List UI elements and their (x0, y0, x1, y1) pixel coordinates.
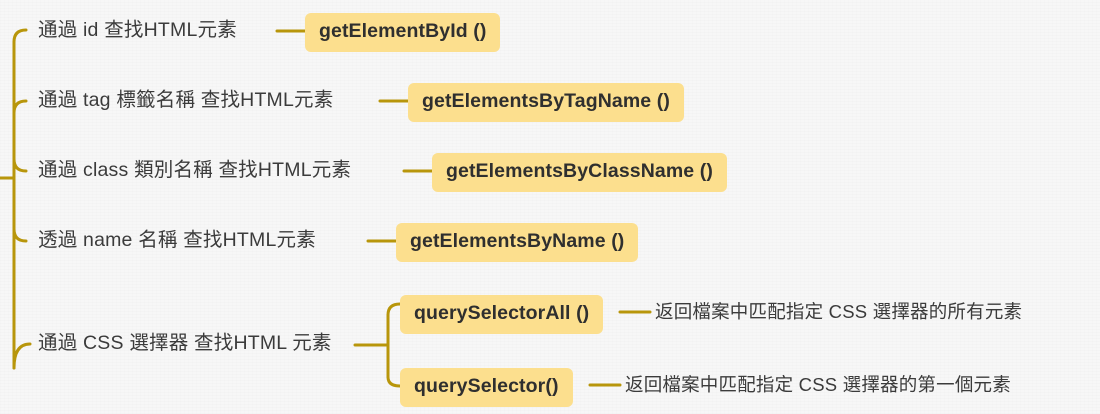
elbow-row-4 (12, 227, 28, 243)
method-pill-getElementsByClassName[interactable]: getElementsByClassName () (432, 153, 727, 192)
elbow-row-3 (12, 157, 28, 173)
branch-label-css-selector: 通過 CSS 選擇器 查找HTML 元素 (38, 332, 332, 354)
branch-label-class: 通過 class 類別名稱 查找HTML元素 (38, 159, 352, 181)
method-pill-getElementsByTagName[interactable]: getElementsByTagName () (408, 83, 684, 122)
sub-elbow-2 (386, 375, 402, 388)
method-pill-getElementById[interactable]: getElementById () (305, 13, 501, 52)
elbow-row-2 (12, 99, 28, 115)
branch-label-name: 透過 name 名稱 查找HTML元素 (38, 229, 316, 251)
method-pill-querySelectorAll[interactable]: querySelectorAll () (400, 295, 604, 334)
sub-elbow-1 (386, 302, 402, 317)
method-pill-getElementsByName[interactable]: getElementsByName () (396, 223, 639, 262)
branch-label-id: 通過 id 查找HTML元素 (38, 19, 237, 41)
method-pill-querySelector[interactable]: querySelector() (400, 368, 573, 407)
elbow-row-1 (12, 28, 28, 44)
elbow-row-5 (12, 342, 32, 370)
branch-label-tag: 通過 tag 標籤名稱 查找HTML元素 (38, 89, 334, 111)
method-description-querySelector: 返回檔案中匹配指定 CSS 選擇器的第一個元素 (625, 374, 1011, 395)
method-description-querySelectorAll: 返回檔案中匹配指定 CSS 選擇器的所有元素 (655, 301, 1023, 322)
